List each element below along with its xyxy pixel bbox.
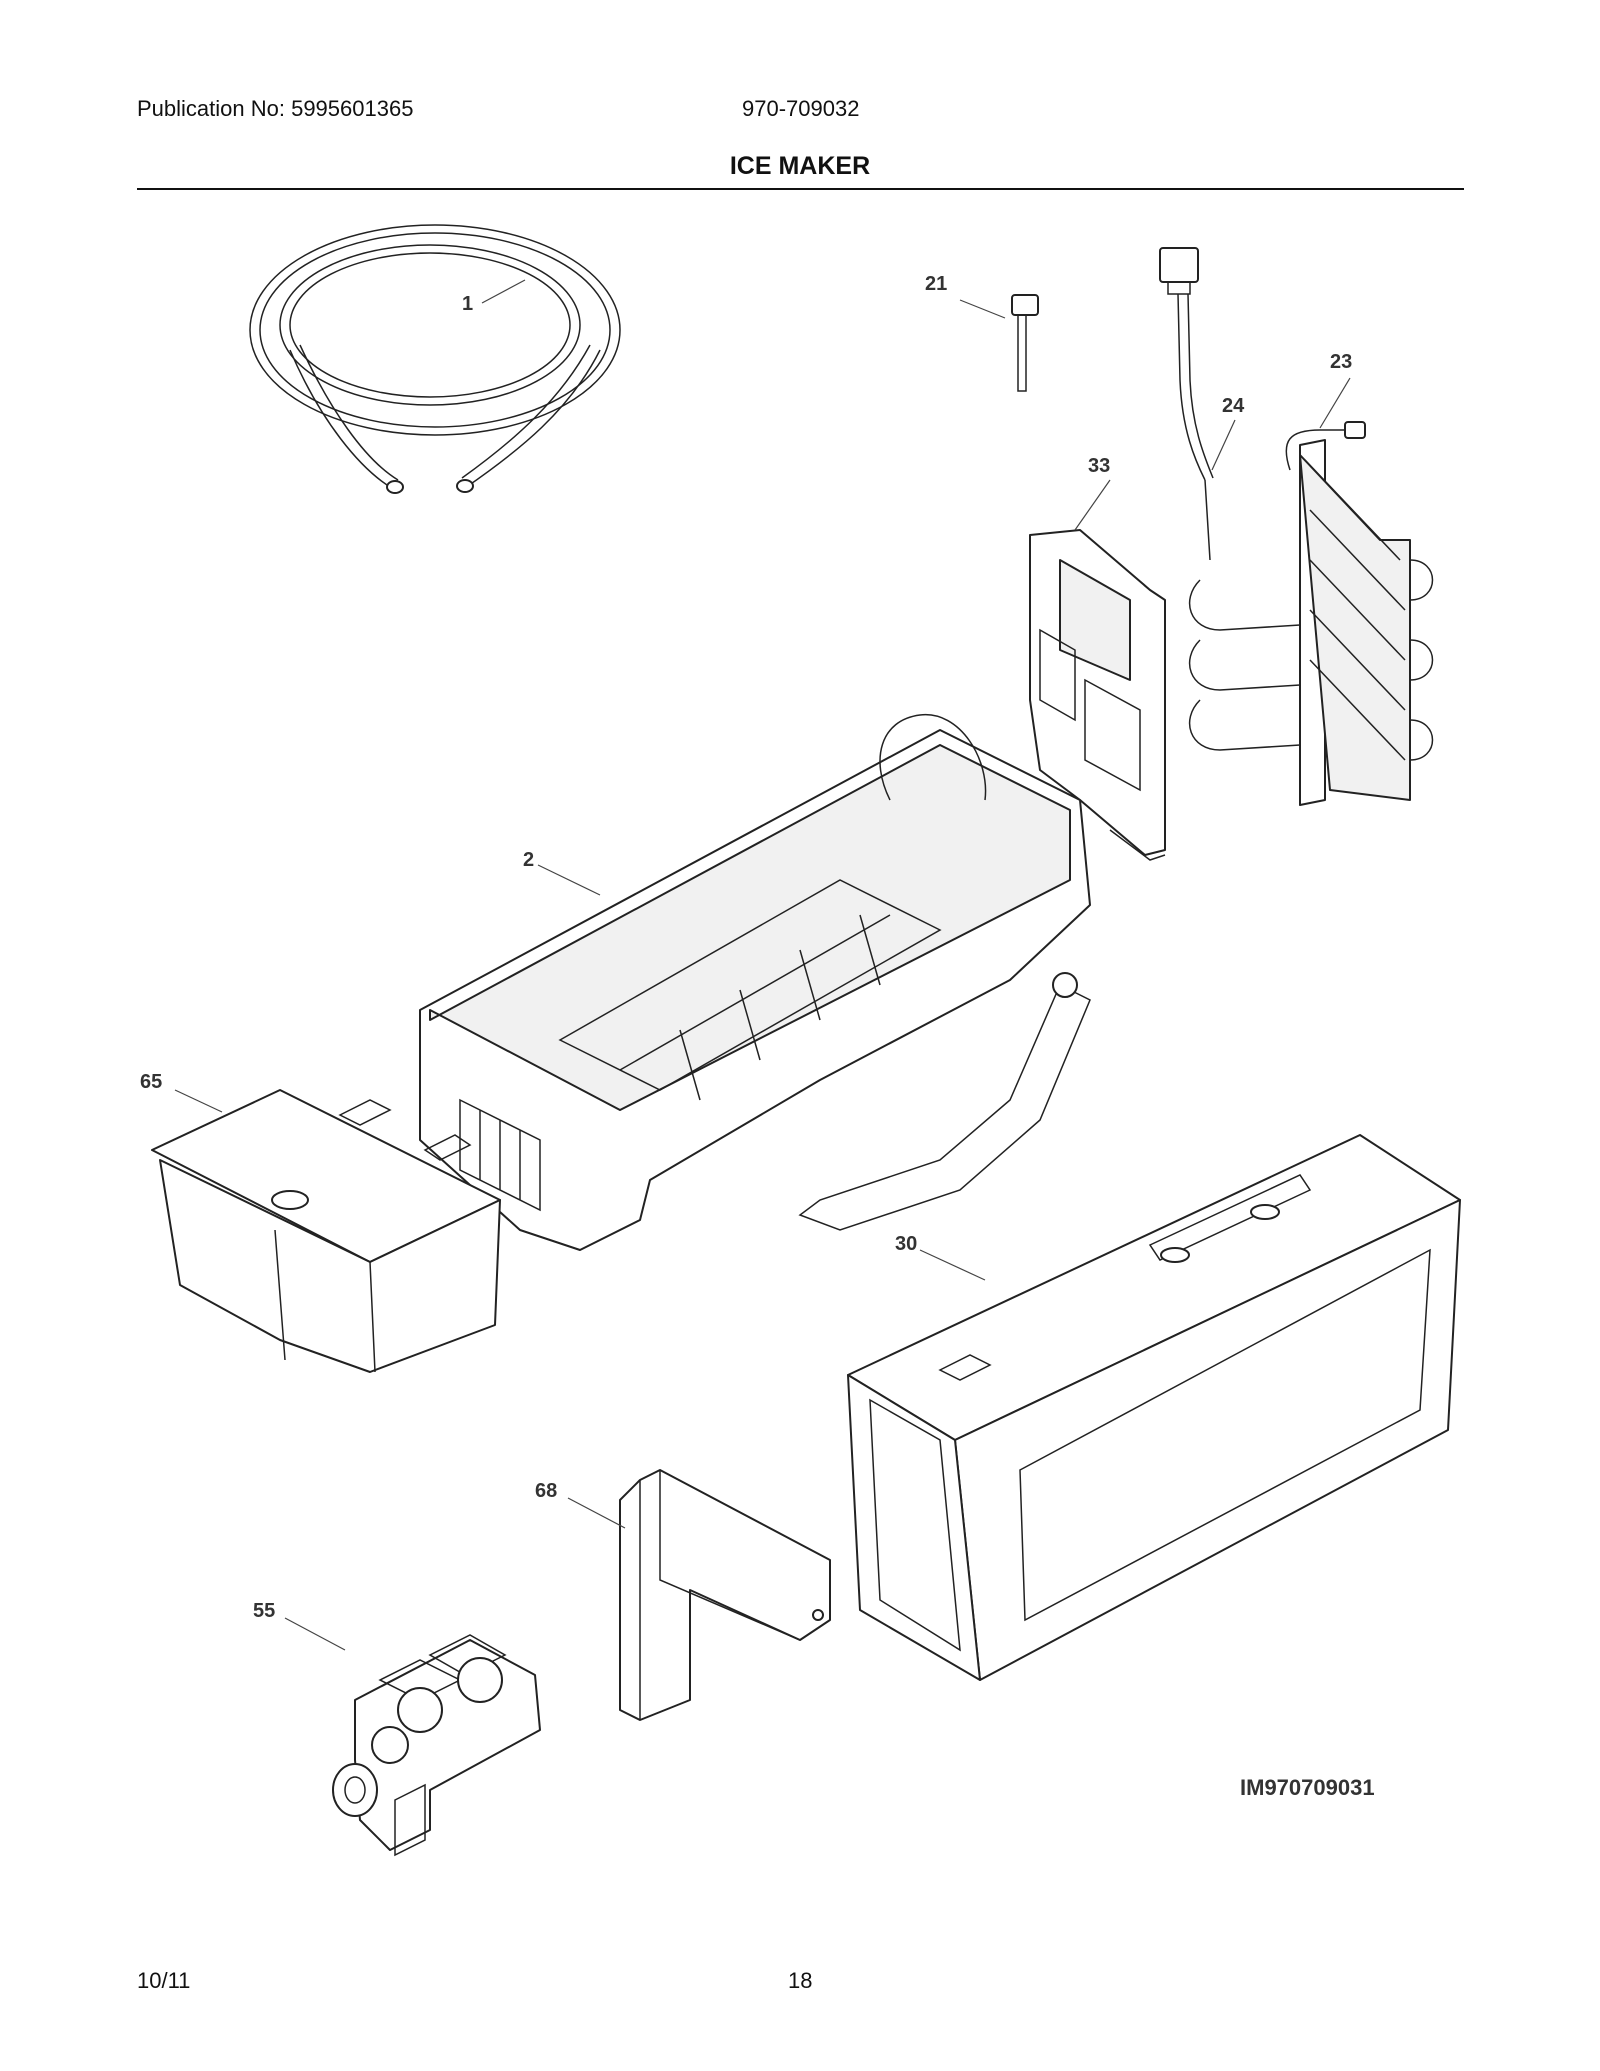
callout-55: 55: [253, 1600, 275, 1622]
callout-65: 65: [140, 1071, 162, 1093]
figure-reference-id: IM970709031: [1240, 1775, 1375, 1800]
part-ice-container[interactable]: [847, 1134, 1461, 1681]
footer-date: 10/11: [137, 1968, 191, 1993]
part-ice-bucket[interactable]: [151, 1089, 501, 1373]
part-cover[interactable]: [619, 1469, 831, 1721]
part-clip[interactable]: [1011, 294, 1039, 392]
header-divider: [137, 188, 1464, 190]
part-ice-maker-assembly[interactable]: [419, 714, 1091, 1251]
callout-2: 2: [523, 849, 534, 871]
callout-30: 30: [895, 1233, 917, 1255]
callout-1: 1: [462, 293, 473, 315]
callout-33: 33: [1088, 455, 1110, 477]
model-number: 970-709032: [742, 96, 860, 121]
part-air-duct-cover[interactable]: [1029, 529, 1166, 861]
page-title: ICE MAKER: [729, 152, 871, 180]
callout-68: 68: [535, 1480, 557, 1502]
publication-number: Publication No: 5995601365: [137, 96, 414, 121]
part-water-tube[interactable]: [249, 224, 621, 494]
callout-24: 24: [1222, 395, 1245, 417]
callout-23: 23: [1330, 351, 1352, 373]
callout-21: 21: [925, 273, 947, 295]
part-heater-harness[interactable]: [1159, 247, 1214, 561]
footer-page-number: 18: [788, 1968, 813, 1993]
part-water-valve[interactable]: [332, 1634, 541, 1857]
part-evaporator[interactable]: [1189, 421, 1434, 806]
